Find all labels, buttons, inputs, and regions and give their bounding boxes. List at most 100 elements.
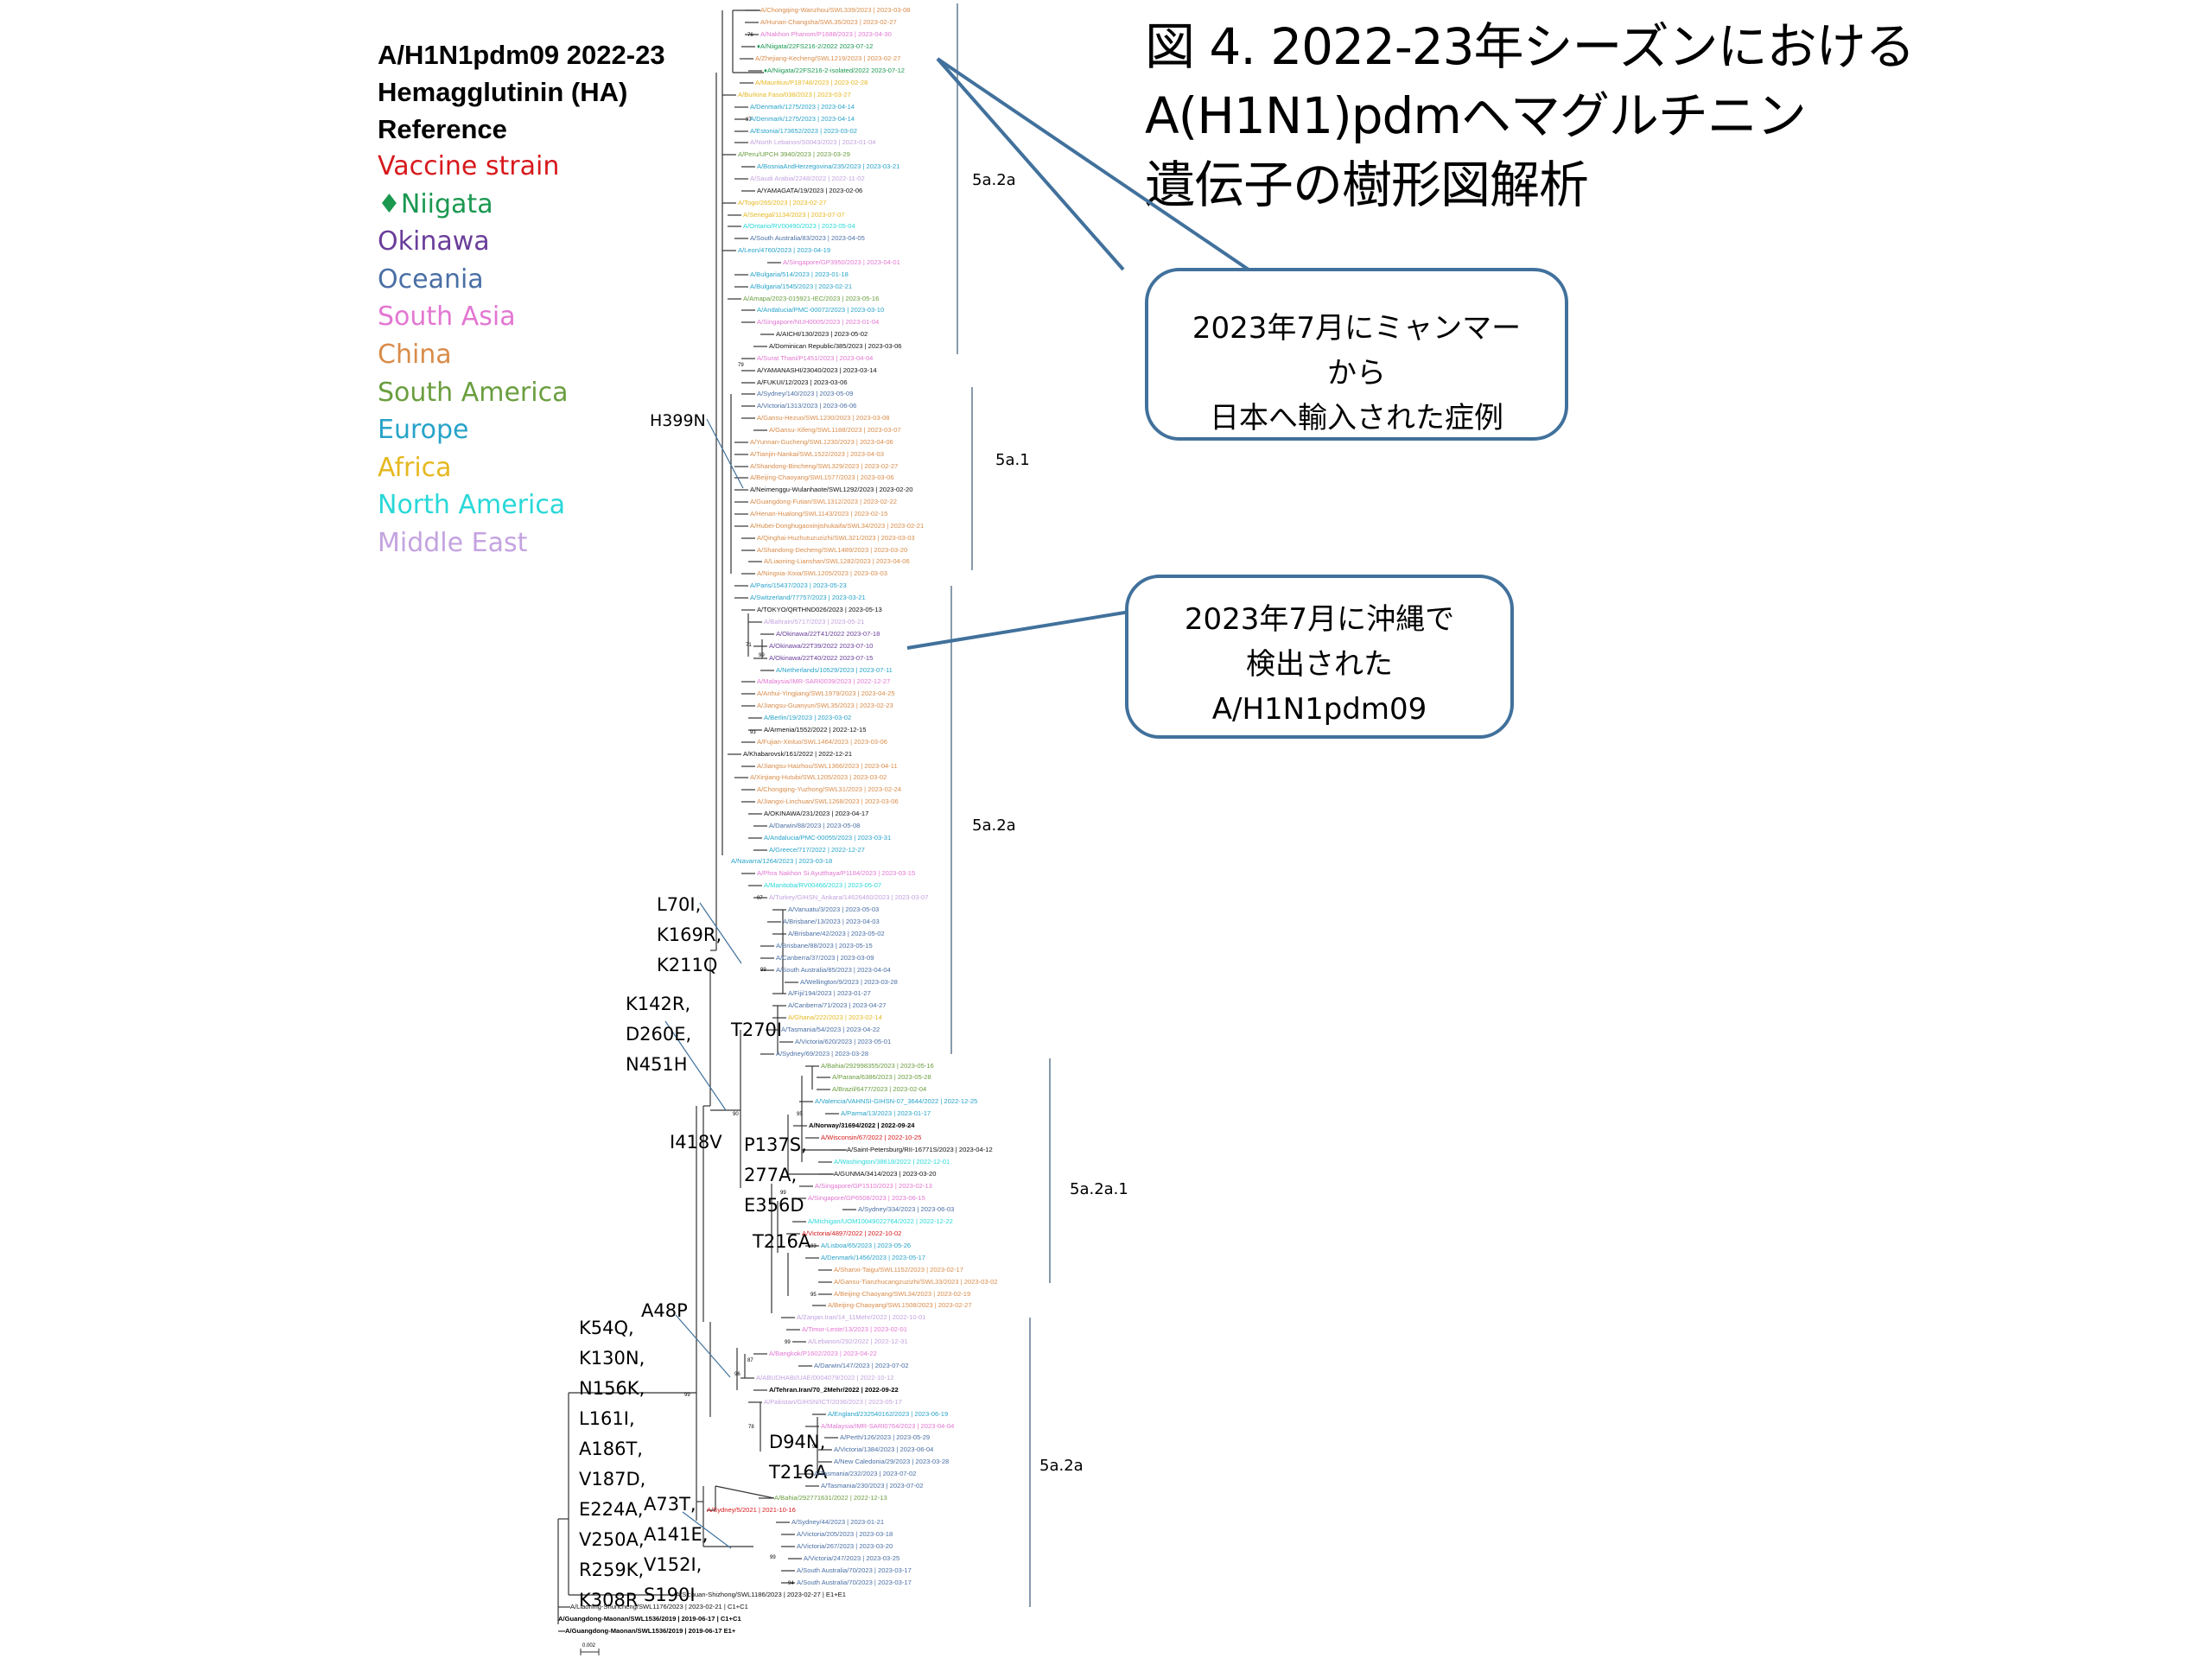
tree-leaf-label: A/Amapa/2023-015921-IEC/2023 | 2023-05-1…	[743, 295, 880, 302]
tree-leaf-label: A/South Australia/70/2023 | 2023-03-17	[797, 1579, 912, 1586]
bootstrap-value: 99	[684, 1393, 690, 1398]
legend: A/H1N1pdm09 2022-23 Hemagglutinin (HA) R…	[378, 36, 665, 562]
tree-leaf-label: A/Leon/4760/2023 | 2023-04-19	[738, 246, 831, 254]
tree-leaf-label: A/South Australia/83/2023 | 2023-04-05	[750, 234, 865, 242]
tree-leaf-label: A/Nakhon Phanom/P1688/2023 | 2023-04-30	[760, 30, 892, 38]
tree-leaf-label: A/South Australia/70/2023 | 2023-03-17	[797, 1566, 912, 1574]
tree-leaf-label: A/Tasmania/54/2023 | 2023-04-22	[781, 1026, 880, 1033]
tree-leaf-label: A/Tianjin-Nankai/SWL1522/2023 | 2023-04-…	[750, 450, 884, 458]
tree-leaf-label: A/Liaoning-Shuncheng/SWL1176/2023 | 2023…	[570, 1603, 748, 1610]
mutation-text: 277A,	[744, 1165, 798, 1185]
bootstrap-value: 97	[746, 118, 752, 123]
mutation-label-d94n: D94N, T216A	[769, 1427, 827, 1488]
tree-leaf-label: A/New Caledonia/29/2023 | 2023-03-28	[834, 1458, 950, 1465]
tree-leaf-label: A/Greece/717/2022 | 2022-12-27	[769, 846, 865, 854]
tree-leaf-label: A/Okinawa/22T40/2022 2023-07-15	[769, 654, 874, 662]
tree-leaf-label: A/Victoria/267/2023 | 2023-03-20	[797, 1542, 893, 1550]
tree-leaf-label: A/Parana/6386/2023 | 2023-05-28	[832, 1073, 931, 1081]
bootstrap-value: 99	[770, 1555, 776, 1560]
tree-leaf-label: A/Wellington/9/2023 | 2023-03-28	[800, 978, 898, 986]
mutation-text: A73T,	[644, 1494, 696, 1515]
tree-leaf-label: A/Liaoning-Lianshan/SWL1282/2023 | 2023-…	[764, 557, 910, 565]
tree-leaf-label: A/Guangdong-Maonan/SWL1536/2019 | 2019-0…	[558, 1615, 741, 1623]
figure-title-line: 遺伝子の樹形図解析	[1145, 156, 1589, 214]
bootstrap-value: 87	[747, 1358, 753, 1363]
scale-bar-label: 0.002	[582, 1643, 596, 1648]
mutation-text: V152I,	[644, 1554, 702, 1575]
bootstrap-value: 79	[738, 363, 744, 368]
bootstrap-value: 76	[747, 33, 753, 38]
tree-leaf-label: A/Sydney/5/2021 | 2021-10-16	[707, 1506, 796, 1514]
bootstrap-value: 99	[760, 968, 766, 973]
legend-north-america: North America	[378, 490, 566, 521]
tree-leaf-label: A/Saint-Petersburg/RII-16771S/2023 | 202…	[847, 1146, 993, 1153]
tree-leaf-label: A/Manitoba/RV00466/2023 | 2023-05-07	[764, 881, 882, 889]
tree-leaf-label: A/Shandong-Decheng/SWL1489/2023 | 2023-0…	[757, 546, 908, 554]
tree-leaf-label: A/Michigan/UOM10049022764/2022 | 2022-12…	[808, 1217, 953, 1225]
bootstrap-value: 99	[812, 1445, 818, 1450]
myanmar-import-callout: 2023年7月にミャンマー から 日本へ輸入された症例	[1145, 268, 1568, 441]
mutation-label-t270i: T270I	[731, 1015, 782, 1045]
tree-leaf-label: A/Lisboa/65/2023 | 2023-05-26	[821, 1242, 912, 1249]
bootstrap-value: 99	[759, 653, 765, 658]
callout-line: A/H1N1pdm09	[1211, 692, 1427, 727]
tree-leaf-label: A/Pakistan/GIHSN/ICT/2036/2023 | 2023-05…	[764, 1398, 902, 1406]
tree-leaf-label: A/Estonia/173652/2023 | 2023-03-02	[750, 127, 857, 135]
tree-leaf-label: A/Guangdong-Maonan/SWL1536/2019 | 2019-0…	[565, 1627, 736, 1635]
tree-leaf-label: A/Singapore/GP3950/2023 | 2023-04-01	[783, 258, 900, 266]
tree-leaf-label: A/Sydney/334/2023 | 2023-06-03	[858, 1205, 955, 1213]
tree-leaf-label: A/Brisbane/42/2023 | 2023-05-02	[788, 930, 885, 937]
legend-title-line: Reference	[378, 114, 507, 144]
tree-leaf-label: A/Turkey/GIHSN_Ankara/14626460/2023 | 20…	[769, 893, 929, 901]
tree-leaf-label: A/Armenia/1552/2022 | 2022-12-15	[764, 726, 867, 734]
tree-leaf-label: A/Surat Thani/P1451/2023 | 2023-04-04	[757, 354, 874, 362]
bootstrap-value: 99	[780, 1191, 786, 1196]
tree-leaf-label: A/Canberra/71/2023 | 2023-04-27	[788, 1001, 887, 1009]
tree-leaf-label: A/Shanxi-Taigu/SWL1152/2023 | 2023-02-17	[834, 1266, 964, 1274]
tree-leaf-label: A/Okinawa/22T39/2022 2023-07-10	[769, 642, 874, 650]
bootstrap-value: 96	[734, 1372, 741, 1377]
tree-leaf-label: A/Beijing-Chaoyang/SWL1577/2023 | 2023-0…	[750, 473, 894, 481]
tree-leaf-label: A/Malaysia/IMR-SARI0764/2023 | 2023-04-0…	[821, 1422, 955, 1430]
mutation-text: L161I,	[579, 1408, 635, 1429]
tree-leaf-label: A/Norway/31694/2022 | 2022-09-24	[809, 1121, 915, 1129]
tree-leaf-label: A/Dominican Republic/385/2023 | 2023-03-…	[769, 342, 902, 350]
mutation-text: N156K,	[579, 1378, 645, 1399]
tree-leaf-label: A/Denmark/1456/2023 | 2023-05-17	[821, 1254, 926, 1261]
tree-leaf-label: A/Brisbane/13/2023 | 2023-04-03	[783, 918, 880, 925]
tree-leaf-label: A/Tehran.Iran/70_2Mehr/2022 | 2022-09-22	[769, 1386, 899, 1394]
tree-leaf-label: A/Henan-Hualong/SWL1143/2023 | 2023-02-1…	[750, 510, 888, 518]
mutation-label-a48p: A48P	[641, 1296, 688, 1326]
tree-leaf-label: A/ABUDHABI/UAE/0004079/2022 | 2022-10-12	[756, 1374, 894, 1382]
legend-africa: Africa	[378, 452, 452, 483]
tree-leaf-label: A/North Lebanon/S0043/2023 | 2023-01-04	[750, 138, 876, 146]
mutation-text: D260E,	[626, 1024, 692, 1045]
mutation-text: P137S,	[744, 1134, 807, 1155]
mutation-text: A186T,	[579, 1439, 643, 1459]
mutation-label-k142r: K142R, D260E, N451H	[626, 989, 691, 1080]
mutation-text: D94N,	[769, 1432, 826, 1452]
tree-leaf-label: A/Andalucia/PMC-00055/2023 | 2023-03-31	[764, 834, 892, 842]
tree-leaf-label: ♦A/Niigata/22FS216-2/2022 2023-07-12	[757, 42, 874, 50]
tree-leaf-label: A/Hubei-Donghugaoxinjishukaifa/SWL34/202…	[750, 522, 925, 530]
figure-title: 図 4. 2022-23年シーズンにおける A(H1N1)pdmヘマグルチニン …	[1145, 12, 1916, 219]
tree-leaf-label: A/Tasmania/230/2023 | 2023-07-02	[821, 1482, 924, 1490]
tree-leaf-label: A/FUKUI/12/2023 | 2023-03-06	[757, 378, 848, 386]
tree-leaf-label: A/Sichuan-Shizhong/SWL1186/2023 | 2023-0…	[676, 1591, 846, 1598]
tree-leaf-label: A/Sydney/140/2023 | 2023-05-09	[757, 390, 854, 397]
tree-leaf-label: A/Ontario/RV00490/2023 | 2023-05-04	[743, 222, 855, 230]
mutation-label-p137s: P137S, 277A, E356D	[744, 1130, 807, 1221]
mutation-text: E356D	[744, 1195, 804, 1216]
tree-leaf-label: A/Parma/13/2023 | 2023-01-17	[841, 1109, 931, 1117]
tree-leaf-label: ♦A/Niigata/22FS216-2-isolated/2022 2023-…	[764, 67, 906, 74]
legend-china: China	[378, 339, 452, 370]
mutation-label-h399n: H399N	[650, 410, 706, 432]
tree-leaf-label: A/Denmark/1275/2023 | 2023-04-14	[750, 115, 855, 123]
mutation-text: K211Q	[657, 955, 718, 975]
callout-line: 2023年7月にミャンマー	[1192, 311, 1522, 346]
tree-leaf-label: A/Peru/UPCH 3940/2023 | 2023-03-29	[738, 150, 850, 158]
tree-leaf-label: A/Burkina Faso/038/2023 | 2023-03-27	[738, 91, 851, 98]
tree-leaf-label: A/Bahia/292771631/2022 | 2022-12-13	[774, 1494, 887, 1502]
tree-leaf-label: A/YAMANASHI/23040/2023 | 2023-03-14	[757, 366, 877, 374]
